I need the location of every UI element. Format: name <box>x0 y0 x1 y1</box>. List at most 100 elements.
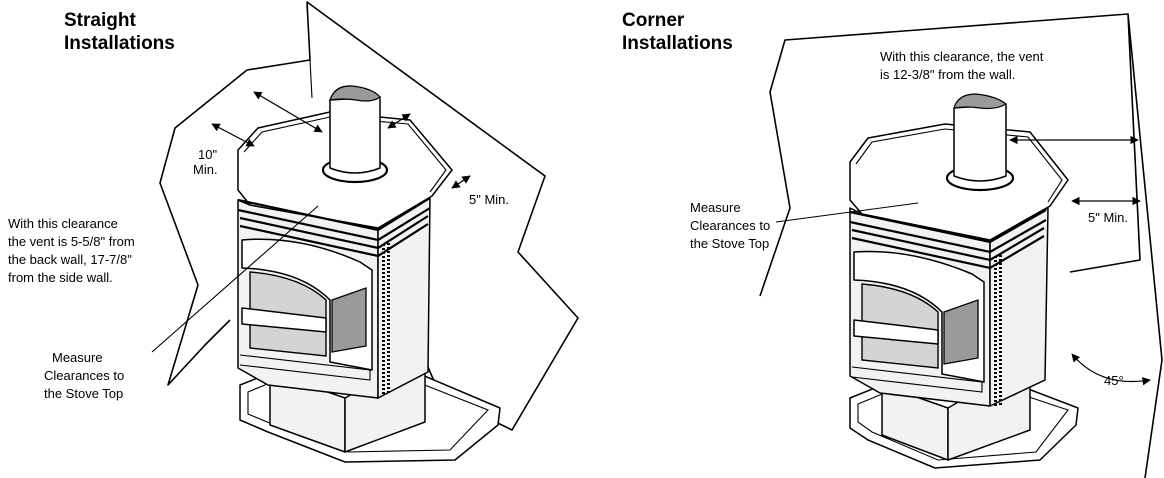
louver-slot <box>387 311 390 313</box>
louver-slot <box>999 395 1002 397</box>
louver-slot <box>994 284 997 286</box>
louver-slot <box>994 352 997 354</box>
louver-slot <box>387 275 390 277</box>
louver-slot <box>999 327 1002 329</box>
louver-slot <box>382 380 385 382</box>
straight-vent-note-line: from the side wall. <box>8 270 113 285</box>
louver-slot <box>994 340 997 342</box>
louver-slot <box>999 291 1002 293</box>
louver-slot <box>387 355 390 357</box>
louver-slot <box>994 376 997 378</box>
louver-slot <box>382 352 385 354</box>
louver-slot <box>999 339 1002 341</box>
louver-slot <box>999 275 1002 277</box>
louver-slot <box>994 316 997 318</box>
louver-slot <box>999 375 1002 377</box>
louver-slot <box>382 368 385 370</box>
corner-pipe-cut <box>953 93 1008 110</box>
louver-slot <box>387 367 390 369</box>
louver-slot <box>994 312 997 314</box>
straight-installation: Straight Installations <box>8 1 579 463</box>
louver-slot <box>999 311 1002 313</box>
louver-slot <box>382 392 385 394</box>
louver-slot <box>382 272 385 274</box>
corner-vent-note: With this clearance, the vent is 12-3/8"… <box>880 49 1044 82</box>
louver-slot <box>999 335 1002 337</box>
louver-slot <box>387 307 390 309</box>
louver-slot <box>999 267 1002 269</box>
straight-measure-line: Clearances to <box>44 368 124 383</box>
louver-slot <box>994 296 997 298</box>
louver-slot <box>387 387 390 389</box>
louver-slot <box>382 260 385 262</box>
louver-slot <box>999 351 1002 353</box>
louver-slot <box>382 332 385 334</box>
louver-slot <box>994 360 997 362</box>
straight-title-line2: Installations <box>64 33 175 54</box>
straight-title-line1: Straight <box>64 10 136 31</box>
louver-slot <box>387 247 390 249</box>
louver-slot <box>387 359 390 361</box>
louver-slot <box>999 279 1002 281</box>
louver-slot <box>994 328 997 330</box>
louver-slot <box>382 312 385 314</box>
louver-slot <box>382 296 385 298</box>
louver-slot <box>999 295 1002 297</box>
louver-slot <box>387 375 390 377</box>
corner-vent-note-line: With this clearance, the vent <box>880 49 1044 64</box>
louver-slot <box>999 271 1002 273</box>
corner-angle-label: 45° <box>1104 373 1124 388</box>
louver-slot <box>999 383 1002 385</box>
louver-slot <box>999 403 1002 405</box>
louver-slot <box>999 259 1002 261</box>
corner-side-louvers <box>994 255 1002 406</box>
straight-vent-pipe <box>329 96 381 174</box>
louver-slot <box>387 383 390 385</box>
louver-slot <box>999 379 1002 381</box>
louver-slot <box>994 304 997 306</box>
louver-slot <box>999 367 1002 369</box>
louver-slot <box>387 371 390 373</box>
louver-slot <box>382 264 385 266</box>
louver-slot <box>999 371 1002 373</box>
louver-slot <box>994 384 997 386</box>
louver-slot <box>994 264 997 266</box>
louver-slot <box>382 388 385 390</box>
louver-slot <box>387 291 390 293</box>
louver-slot <box>382 372 385 374</box>
louver-slot <box>382 300 385 302</box>
louver-slot <box>994 344 997 346</box>
louver-slot <box>994 300 997 302</box>
louver-slot <box>994 324 997 326</box>
louver-slot <box>994 260 997 262</box>
louver-slot <box>994 280 997 282</box>
louver-slot <box>994 256 997 258</box>
louver-slot <box>999 399 1002 401</box>
louver-slot <box>387 339 390 341</box>
louver-slot <box>382 244 385 246</box>
louver-slot <box>994 364 997 366</box>
straight-vent-note-line: the vent is 5-5/8" from <box>8 234 135 249</box>
louver-slot <box>382 284 385 286</box>
louver-slot <box>994 404 997 406</box>
louver-slot <box>994 368 997 370</box>
louver-slot <box>382 328 385 330</box>
louver-slot <box>387 259 390 261</box>
louver-slot <box>999 359 1002 361</box>
louver-slot <box>382 364 385 366</box>
louver-slot <box>999 255 1002 257</box>
louver-slot <box>382 252 385 254</box>
louver-slot <box>994 392 997 394</box>
straight-back-clearance-value: 10" <box>198 147 217 162</box>
corner-measure-line: Measure <box>690 200 741 215</box>
louver-slot <box>382 248 385 250</box>
louver-slot <box>387 347 390 349</box>
louver-slot <box>387 255 390 257</box>
louver-slot <box>382 340 385 342</box>
louver-slot <box>999 323 1002 325</box>
louver-slot <box>999 343 1002 345</box>
straight-pipe-cut <box>329 85 381 102</box>
louver-slot <box>382 348 385 350</box>
louver-slot <box>994 380 997 382</box>
